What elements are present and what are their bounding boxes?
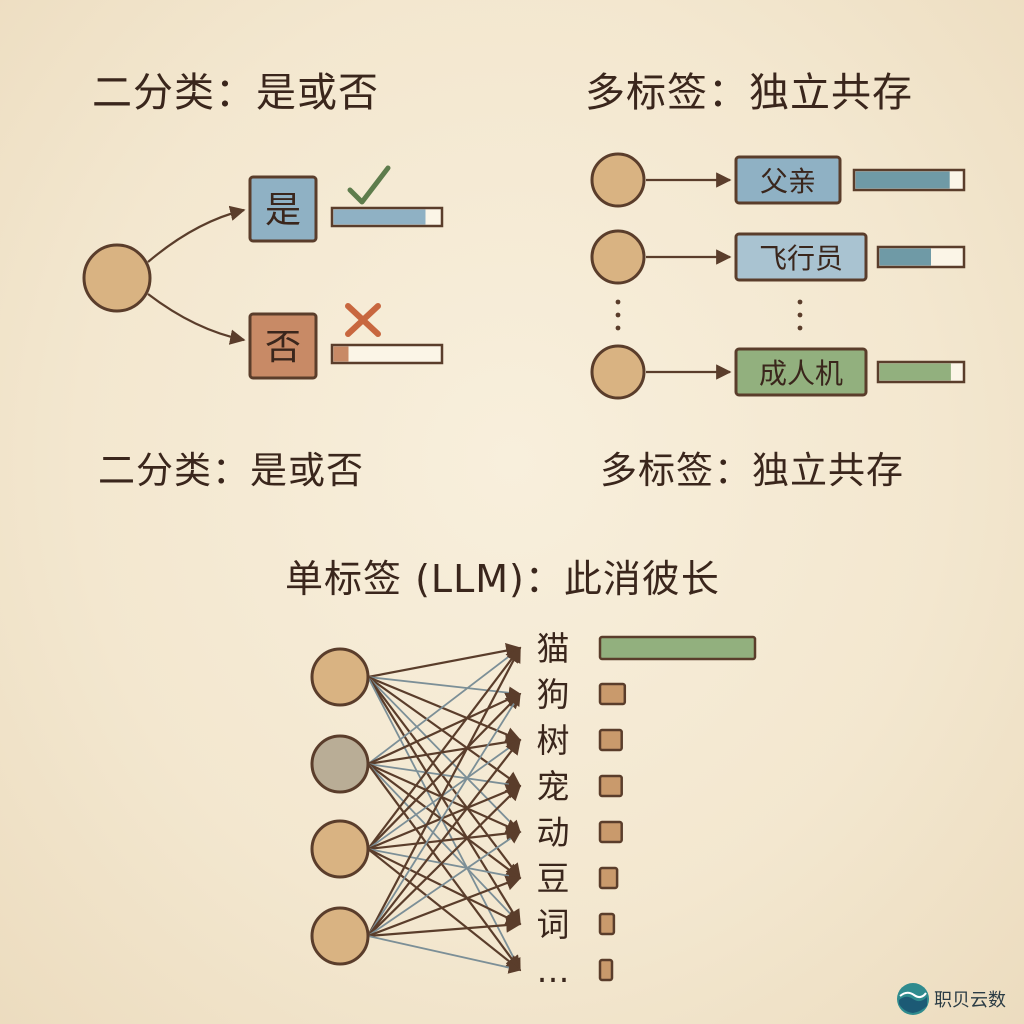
label-prob-fill: [855, 171, 950, 189]
yes-prob-bar-fill: [333, 209, 426, 225]
singlelabel-node: [310, 647, 370, 707]
watermark: 职贝云数: [896, 982, 1006, 1016]
binary-edge-no: [147, 293, 246, 345]
singlelabel-edge: [367, 646, 521, 937]
singlelabel-edge: [367, 739, 522, 850]
yes-box: [248, 175, 318, 243]
ellipsis-right: [797, 299, 803, 331]
singlelabel-diagram: 猫狗树宠动豆词 …: [310, 629, 757, 990]
singlelabel-edge: [367, 784, 522, 851]
wave-logo-icon: [897, 983, 929, 1015]
no-prob-bar-track: [330, 343, 444, 365]
singlelabel-edge: [367, 763, 522, 791]
singlelabel-node: [310, 819, 370, 879]
output-label: 树: [537, 721, 570, 760]
singlelabel-title: 单标签 (LLM)：此消彼长: [285, 557, 720, 601]
singlelabel-edge: [367, 643, 522, 679]
singlelabel-outputs: 猫狗树宠动豆词 …: [537, 629, 757, 990]
no-prob-bar-fill: [333, 346, 349, 362]
singlelabel-edge: [367, 917, 522, 938]
label-box-adult: [734, 347, 868, 397]
singlelabel-edge: [367, 646, 521, 850]
singlelabel-edge: [367, 848, 522, 883]
label-prob-fill: [879, 248, 931, 266]
singlelabel-edge: [367, 935, 522, 974]
singlelabel-edge: [367, 647, 522, 765]
singlelabel-edge: [367, 784, 522, 937]
yes-label: 是: [265, 190, 301, 231]
binary-edge-yes: [147, 205, 246, 263]
singlelabel-edge: [367, 692, 522, 850]
output-label: 豆: [537, 859, 570, 898]
multilabel-node: [590, 152, 646, 208]
singlelabel-edge: [367, 763, 521, 925]
multilabel-node: [590, 229, 646, 285]
output-label: 猫: [537, 629, 570, 668]
singlelabel-edges: [367, 643, 522, 974]
singlelabel-edge: [367, 692, 521, 937]
label-box-pilot: [734, 232, 868, 282]
output-label: 宠: [537, 767, 570, 806]
check-icon: [347, 165, 391, 205]
output-prob-bar: [598, 635, 757, 661]
output-label: 狗: [537, 675, 570, 714]
singlelabel-node-gray: [310, 734, 370, 794]
singlelabel-edge: [367, 676, 521, 880]
singlelabel-edge: [367, 675, 522, 742]
singlelabel-edge: [367, 676, 521, 833]
watermark-text: 职贝云数: [934, 990, 1006, 1011]
output-prob-bar: [598, 820, 623, 844]
singlelabel-node: [310, 906, 370, 966]
ellipsis-left: [615, 299, 621, 331]
multilabel-diagram: 父亲 飞行员 成人机: [590, 152, 966, 400]
output-label: 词: [537, 905, 570, 944]
output-label: 动: [537, 813, 570, 852]
multilabel-title: 多标签：独立共存: [585, 70, 913, 116]
singlelabel-edge: [367, 734, 522, 766]
cross-icon: [345, 303, 381, 337]
output-prob-bar: [598, 682, 627, 706]
singlelabel-edge: [367, 692, 522, 765]
binary-caption: 二分类：是或否: [98, 449, 364, 492]
singlelabel-edge: [367, 676, 521, 926]
singlelabel-edge: [367, 848, 522, 971]
output-prob-bar: [598, 958, 614, 982]
binary-input-node: [82, 243, 152, 313]
binary-diagram: 是 否: [82, 165, 444, 380]
multilabel-node: [590, 344, 646, 400]
label-adult: 成人机: [759, 357, 843, 390]
output-label: …: [537, 951, 570, 990]
output-prob-bar: [598, 774, 623, 798]
singlelabel-edge: [367, 676, 522, 700]
singlelabel-edge: [367, 763, 521, 972]
singlelabel-edge: [367, 848, 522, 925]
singlelabel-edge: [367, 738, 521, 937]
label-prob-fill: [879, 363, 951, 381]
singlelabel-edge: [367, 676, 522, 787]
binary-title: 二分类：是或否: [92, 70, 379, 116]
label-father: 父亲: [760, 165, 816, 198]
output-prob-bar: [598, 728, 623, 752]
label-pilot: 飞行员: [759, 242, 843, 275]
singlelabel-edge: [367, 763, 522, 879]
singlelabel-edge: [367, 676, 521, 972]
label-box-father: [734, 155, 842, 205]
no-box: [248, 312, 318, 380]
output-prob-bar: [598, 912, 616, 936]
singlelabel-edge: [367, 875, 522, 938]
singlelabel-edge: [367, 831, 522, 937]
singlelabel-edge: [367, 825, 522, 851]
no-label: 否: [265, 327, 301, 368]
multilabel-caption: 多标签：独立共存: [600, 449, 904, 492]
singlelabel-edge: [367, 762, 522, 834]
output-prob-bar: [598, 866, 619, 890]
